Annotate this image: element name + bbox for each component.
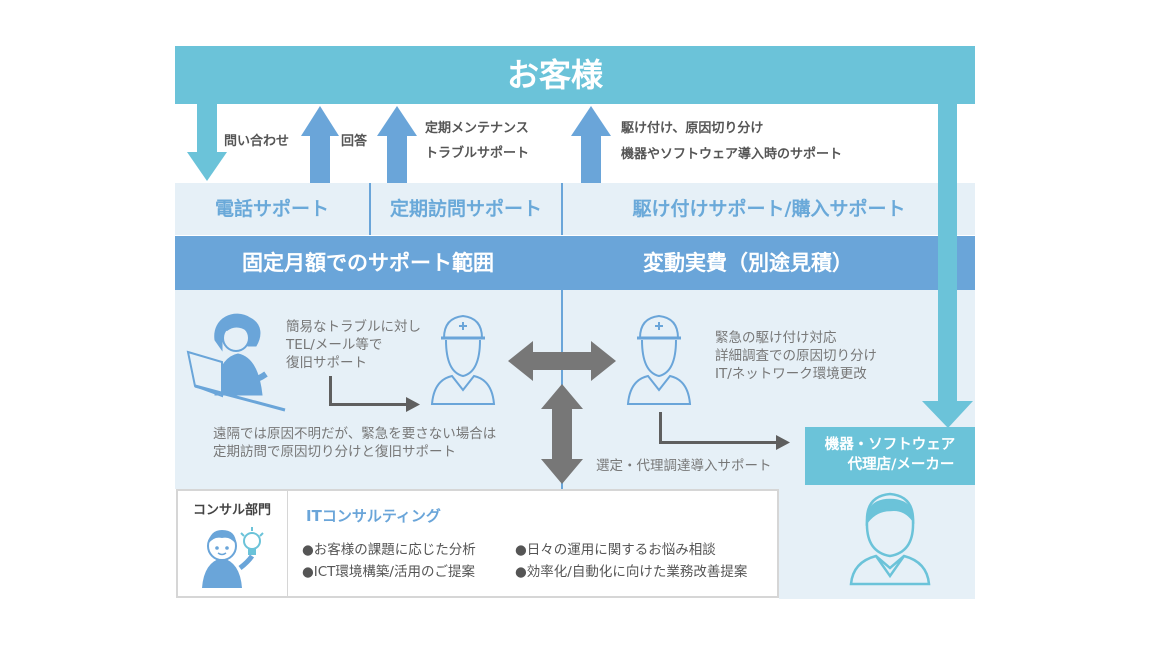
consulting-item: ●日々の運用に関するお悩み相談 (515, 542, 716, 558)
fixed-desc-line: 簡易なトラブルに対し (286, 319, 421, 335)
double-arrow-vertical (541, 384, 583, 484)
vendor-arrow (922, 104, 973, 428)
band-variable: 変動実費（別途見積） (643, 251, 853, 275)
consulting-item: ●効率化/自動化に向けた業務改善提案 (515, 564, 748, 580)
vendor-title-line: 代理店/メーカー (847, 457, 955, 473)
scope-band (175, 236, 975, 290)
remote-desc: 遠隔では原因不明だが、緊急を要さない場合は 定期訪問で原因切り分けと復旧サポート (213, 425, 496, 461)
consulting-item: ●ICT環境構築/活用のご提案 (302, 564, 475, 580)
flow-answer-label: 回答 (341, 134, 368, 149)
service-row-bg (175, 183, 975, 235)
operator-icon (186, 313, 286, 412)
consulting-box (176, 489, 779, 598)
consultant-lightbulb-icon (202, 527, 264, 588)
consulting-title: ITコンサルティング (306, 507, 441, 525)
flow-periodic-label-2: トラブルサポート (425, 146, 530, 161)
variable-desc-line: 詳細調査での原因切り分け (715, 348, 877, 364)
vendor-title-line: 機器・ソフトウェア (824, 437, 956, 453)
service-rush: 駆け付けサポート/購入サポート (632, 198, 906, 220)
fixed-desc: 簡易なトラブルに対し TEL/メール等で 復旧サポート (286, 318, 421, 372)
remote-desc-line: 遠隔では原因不明だが、緊急を要さない場合は (213, 426, 497, 442)
variable-desc-line: 緊急の駆け付け対応 (715, 330, 837, 346)
service-phone: 電話サポート (214, 198, 329, 220)
consulting-dept: コンサル部門 (192, 503, 271, 518)
rush-arrow (571, 106, 611, 183)
variable-desc-line: IT/ネットワーク環境更改 (715, 366, 867, 382)
service-visit: 定期訪問サポート (389, 198, 542, 220)
worker-helmet-icon (430, 314, 496, 405)
flow-rush-label-2: 機器やソフトウェア導入時のサポート (621, 147, 843, 162)
flow-inquiry-label: 問い合わせ (224, 134, 290, 149)
service-divider (369, 183, 371, 235)
band-fixed: 固定月額でのサポート範囲 (242, 251, 494, 275)
customer-title: お客様 (506, 56, 603, 94)
variable-desc: 緊急の駆け付け対応 詳細調査での原因切り分け IT/ネットワーク環境更改 (715, 329, 877, 383)
periodic-arrow (377, 106, 417, 183)
worker-helmet-icon (626, 314, 692, 405)
inquiry-arrow (187, 104, 227, 181)
flow-rush-label-1: 駆け付け、原因切り分け (621, 121, 764, 136)
fixed-desc-line: TEL/メール等で (286, 337, 383, 353)
consulting-divider (287, 491, 288, 597)
answer-arrow (301, 106, 339, 183)
consulting-item: ●お客様の課題に応じた分析 (302, 542, 476, 558)
remote-arrow (329, 376, 420, 412)
remote-desc-line: 定期訪問で原因切り分けと復旧サポート (213, 444, 456, 460)
flow-periodic-label-1: 定期メンテナンス (425, 121, 529, 136)
procure-arrow (659, 412, 790, 450)
procure-label: 選定・代理調達導入サポート (596, 458, 772, 474)
vendor-title: 機器・ソフトウェア 代理店/メーカー (805, 427, 975, 485)
fixed-desc-line: 復旧サポート (286, 355, 367, 371)
customer-bar (175, 46, 975, 104)
service-divider (561, 183, 563, 235)
vendor-person-icon (849, 492, 931, 586)
double-arrow-horizontal (508, 341, 616, 381)
